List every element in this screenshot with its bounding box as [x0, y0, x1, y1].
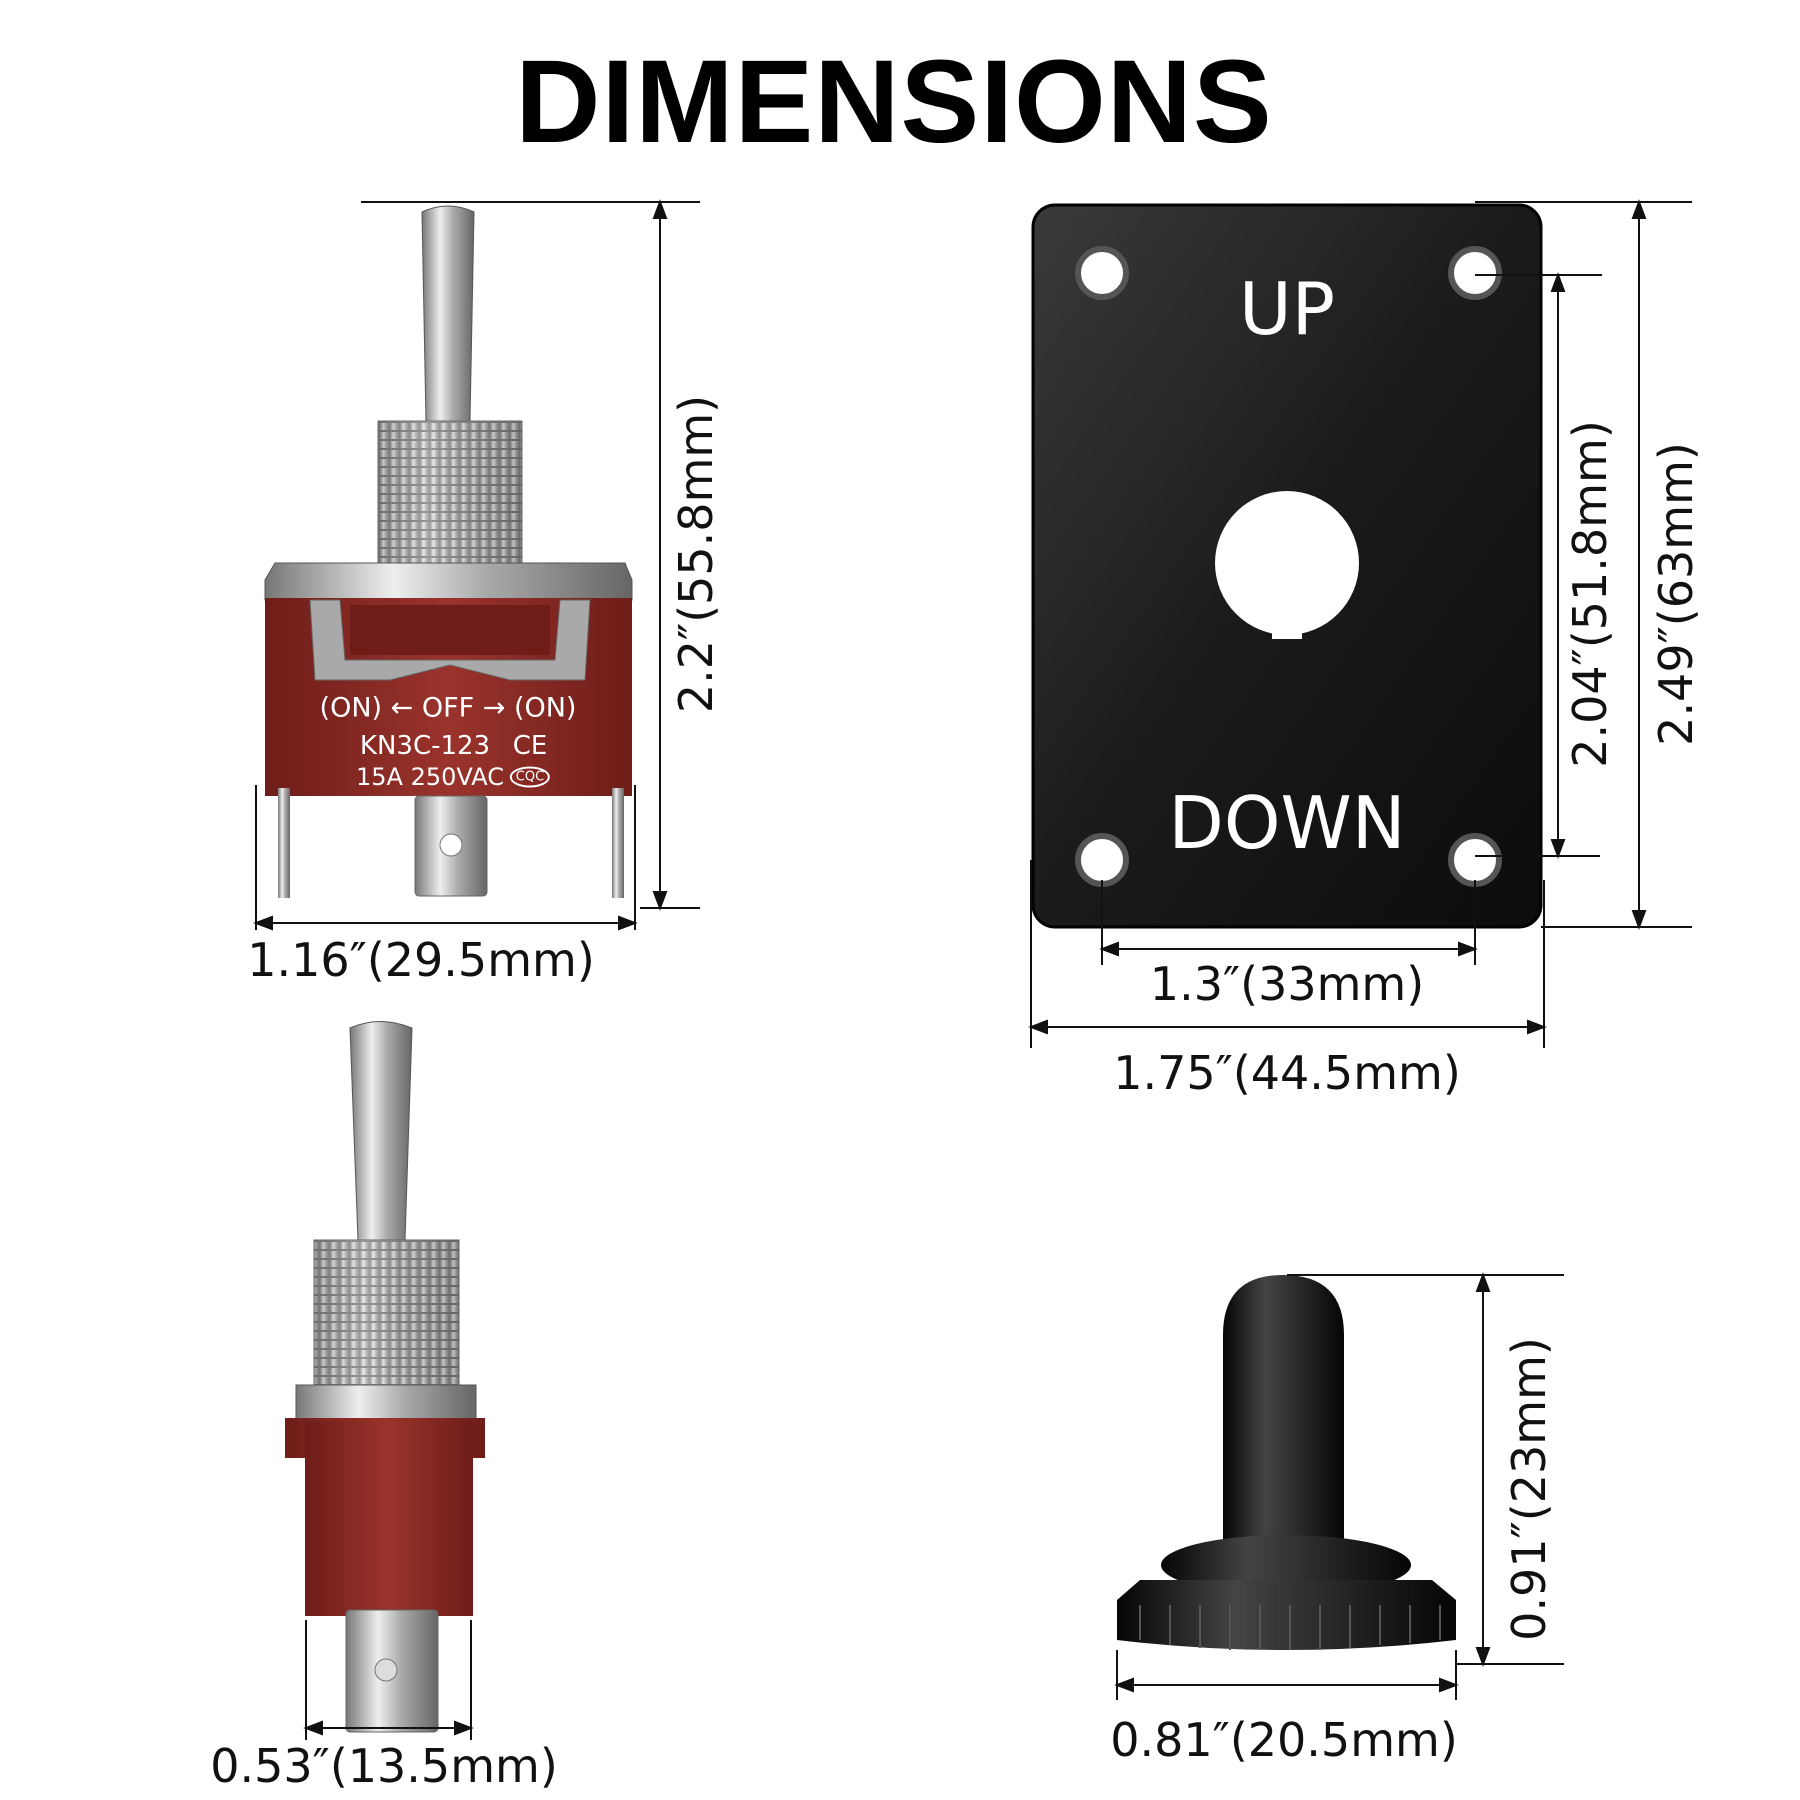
mounting-hole [1075, 246, 1129, 300]
switch-model-label: KN3C-123 [359, 731, 491, 761]
plate-hole-spacing-vertical: 2.04″(51.8mm) [1563, 420, 1617, 768]
switch-height-dimension: 2.2″(55.8mm) [669, 394, 723, 714]
mounting-hole [1075, 833, 1129, 887]
ce-mark: CE [512, 731, 548, 761]
plate-height-dimension: 2.49″(63mm) [1649, 442, 1703, 746]
switch-panel-plate [1031, 203, 1543, 929]
switch-rating-label: 15A 250VAC [355, 763, 505, 791]
boot-height-dimension: 0.91″(23mm) [1502, 1337, 1556, 1641]
page-title: DIMENSIONS [515, 36, 1273, 168]
waterproof-boot-cap [1117, 1275, 1456, 1650]
mounting-hole [1448, 833, 1502, 887]
dimension-lines [253, 199, 1692, 1740]
plate-hole-spacing-horizontal: 1.3″(33mm) [1149, 957, 1425, 1011]
cqc-mark: CQC [509, 766, 551, 788]
toggle-switch-side [285, 1021, 485, 1733]
switch-width-dimension: 1.16″(29.5mm) [247, 933, 595, 987]
mounting-hole [1448, 246, 1502, 300]
switch-side-width-dimension: 0.53″(13.5mm) [210, 1739, 558, 1793]
plate-up-label: UP [1238, 267, 1336, 351]
plate-width-dimension: 1.75″(44.5mm) [1113, 1046, 1461, 1100]
switch-position-label: (ON) ← OFF → (ON) [319, 692, 577, 724]
switch-mount-hole [1215, 491, 1359, 635]
toggle-switch-front [264, 205, 633, 898]
plate-down-label: DOWN [1168, 781, 1406, 865]
boot-width-dimension: 0.81″(20.5mm) [1110, 1713, 1458, 1767]
